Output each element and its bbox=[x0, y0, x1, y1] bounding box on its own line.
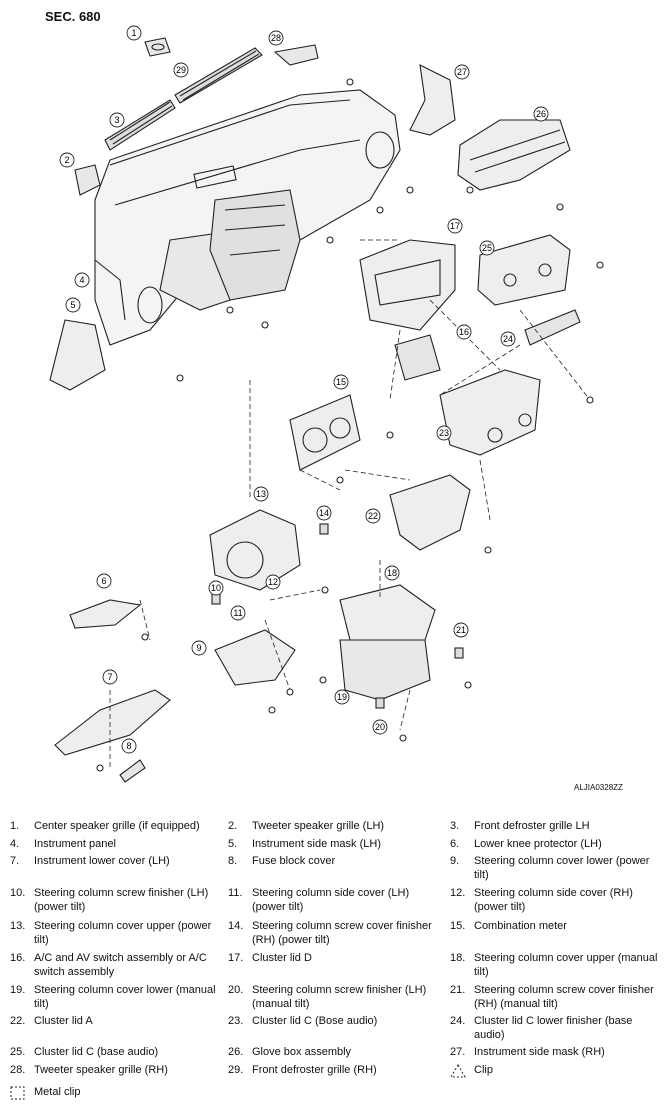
knee-protector-drawing bbox=[69, 599, 142, 629]
side-mask-lh-drawing bbox=[49, 319, 106, 391]
glove-box-drawing bbox=[457, 119, 571, 191]
callout-1-text: 1 bbox=[131, 28, 136, 38]
callout-5: 5 bbox=[65, 297, 81, 313]
callout-9-text: 9 bbox=[196, 643, 201, 653]
callout-7: 7 bbox=[102, 669, 118, 685]
callout-16-text: 16 bbox=[459, 327, 469, 337]
callout-29: 29 bbox=[173, 62, 189, 78]
fuse-block-cover-drawing bbox=[119, 759, 146, 783]
metal-clip-square-icon bbox=[10, 1086, 25, 1100]
callout-22: 22 bbox=[365, 508, 381, 524]
cluster-lid-c-lower-finisher-drawing bbox=[524, 309, 581, 346]
callout-7-text: 7 bbox=[107, 672, 112, 682]
callout-18-text: 18 bbox=[387, 568, 397, 578]
clip-triangle-icon bbox=[450, 1064, 466, 1078]
callout-5-text: 5 bbox=[70, 300, 75, 310]
callout-25-text: 25 bbox=[482, 243, 492, 253]
callout-8-text: 8 bbox=[126, 741, 131, 751]
cluster-lid-d-drawing bbox=[359, 239, 456, 331]
tweeter-grille-lh-drawing bbox=[74, 164, 101, 196]
callout-10-text: 10 bbox=[211, 583, 221, 593]
callout-labels: 1 2 3 4 5 6 7 8 9 10 11 12 13 14 15 16 1… bbox=[59, 25, 549, 754]
callout-28: 28 bbox=[268, 30, 284, 46]
callout-3: 3 bbox=[109, 112, 125, 128]
callout-17: 17 bbox=[447, 218, 463, 234]
column-cover-lower-manual-drawing bbox=[339, 639, 431, 701]
instrument-panel-drawing bbox=[94, 89, 401, 346]
callout-29-text: 29 bbox=[176, 65, 186, 75]
callout-8: 8 bbox=[121, 738, 137, 754]
callout-16: 16 bbox=[456, 324, 472, 340]
callout-20-text: 20 bbox=[375, 722, 385, 732]
callout-12-text: 12 bbox=[268, 577, 278, 587]
callout-27: 27 bbox=[454, 64, 470, 80]
callout-26: 26 bbox=[533, 106, 549, 122]
column-cover-upper-manual-drawing bbox=[339, 584, 436, 641]
callout-11-text: 11 bbox=[233, 608, 242, 618]
callout-21-text: 21 bbox=[456, 625, 466, 635]
callout-20: 20 bbox=[372, 719, 388, 735]
callout-23: 23 bbox=[436, 425, 452, 441]
callout-3-text: 3 bbox=[114, 115, 119, 125]
exploded-parts-diagram: 1 2 3 4 5 6 7 8 9 10 11 12 13 14 15 16 1… bbox=[49, 25, 604, 783]
side-mask-rh-drawing bbox=[409, 64, 456, 136]
callout-24-text: 24 bbox=[503, 334, 513, 344]
cluster-lid-c-base-drawing bbox=[477, 234, 571, 306]
cluster-lid-a-drawing bbox=[389, 474, 471, 551]
callout-17-text: 17 bbox=[450, 221, 460, 231]
cluster-lid-c-bose-drawing bbox=[439, 369, 541, 456]
column-cover-upper-power-drawing bbox=[209, 509, 301, 591]
callout-26-text: 26 bbox=[536, 109, 546, 119]
callout-22-text: 22 bbox=[368, 511, 378, 521]
figure-reference-code: ALJIA0328ZZ bbox=[574, 783, 623, 792]
callout-21: 21 bbox=[453, 622, 469, 638]
center-speaker-grille-drawing bbox=[144, 37, 171, 57]
callout-9: 9 bbox=[191, 640, 207, 656]
callout-25: 25 bbox=[479, 240, 495, 256]
callout-24: 24 bbox=[500, 331, 516, 347]
callout-6: 6 bbox=[96, 573, 112, 589]
callout-12: 12 bbox=[265, 574, 281, 590]
ac-switch-assembly-drawing bbox=[394, 334, 441, 381]
column-cover-lower-power-drawing bbox=[214, 629, 296, 686]
callout-2: 2 bbox=[59, 152, 75, 168]
callout-14-text: 14 bbox=[319, 508, 329, 518]
defroster-grille-lh-drawing bbox=[104, 99, 176, 151]
callout-27-text: 27 bbox=[457, 67, 467, 77]
callout-10: 10 bbox=[208, 580, 224, 596]
callout-1: 1 bbox=[126, 25, 142, 41]
callout-4: 4 bbox=[74, 272, 90, 288]
callout-2-text: 2 bbox=[64, 155, 69, 165]
callout-15-text: 15 bbox=[336, 377, 346, 387]
callout-14: 14 bbox=[316, 505, 332, 521]
section-label: SEC. 680 bbox=[45, 9, 101, 24]
callout-18: 18 bbox=[384, 565, 400, 581]
callout-13: 13 bbox=[253, 486, 269, 502]
callout-15: 15 bbox=[333, 374, 349, 390]
callout-23-text: 23 bbox=[439, 428, 449, 438]
callout-19: 19 bbox=[334, 689, 350, 705]
callout-19-text: 19 bbox=[337, 692, 347, 702]
callout-6-text: 6 bbox=[101, 576, 106, 586]
callout-28-text: 28 bbox=[271, 33, 281, 43]
callout-11: 11 bbox=[230, 605, 246, 621]
instrument-lower-cover-drawing bbox=[54, 689, 171, 756]
defroster-grille-rh-drawing bbox=[174, 47, 263, 104]
callout-13-text: 13 bbox=[256, 489, 266, 499]
callout-4-text: 4 bbox=[79, 275, 84, 285]
tweeter-grille-rh-drawing bbox=[273, 44, 319, 66]
